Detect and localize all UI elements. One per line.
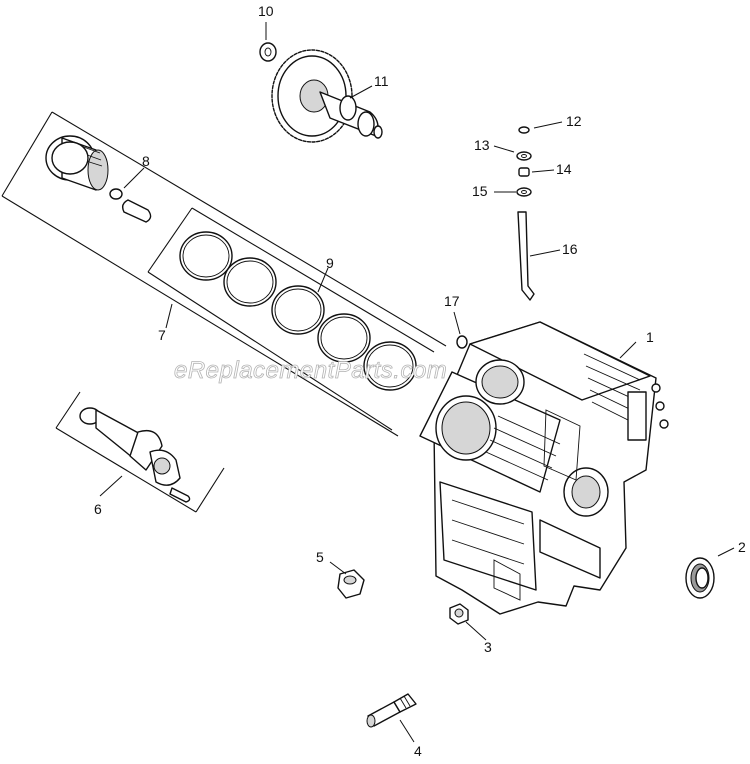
callout-17: 17 — [444, 293, 460, 309]
callout-8: 8 — [142, 153, 150, 169]
nut-icon — [337, 569, 365, 599]
callout-11: 11 — [374, 73, 389, 89]
leader-lines — [99, 22, 735, 743]
piston-assembly-box — [1, 111, 447, 437]
callout-2: 2 — [738, 539, 746, 555]
callout-12: 12 — [566, 113, 582, 129]
plug-icon — [456, 335, 468, 349]
piston-rings-box — [147, 207, 435, 431]
watermark-text: eReplacementParts.com — [174, 357, 447, 384]
piston-ring-icon — [179, 231, 417, 391]
drain-plug-icon — [449, 603, 469, 625]
callout-15: 15 — [472, 183, 488, 199]
callout-13: 13 — [474, 137, 490, 153]
callout-7: 7 — [158, 327, 166, 343]
washer-icon — [259, 42, 277, 62]
valve-parts-icon — [516, 126, 532, 197]
connecting-rod-box — [55, 391, 225, 513]
piston-pin-icon — [109, 188, 152, 223]
callout-16: 16 — [562, 241, 578, 257]
callout-4: 4 — [414, 743, 422, 759]
callout-6: 6 — [94, 501, 102, 517]
callout-1: 1 — [646, 329, 654, 345]
callout-14: 14 — [556, 161, 572, 177]
fitting-icon — [366, 693, 417, 728]
crankcase-icon — [419, 321, 669, 615]
callout-5: 5 — [316, 549, 324, 565]
piston-icon — [45, 135, 109, 191]
callout-10: 10 — [258, 3, 274, 19]
callout-labels: 1 2 3 4 5 6 7 8 9 10 11 12 13 14 15 16 1… — [94, 3, 746, 759]
camshaft-gear-icon — [271, 49, 383, 143]
callout-9: 9 — [326, 255, 334, 271]
connecting-rod-icon — [79, 407, 191, 503]
push-rod-icon — [517, 211, 535, 301]
oil-seal-icon — [685, 557, 715, 599]
callout-3: 3 — [484, 639, 492, 655]
